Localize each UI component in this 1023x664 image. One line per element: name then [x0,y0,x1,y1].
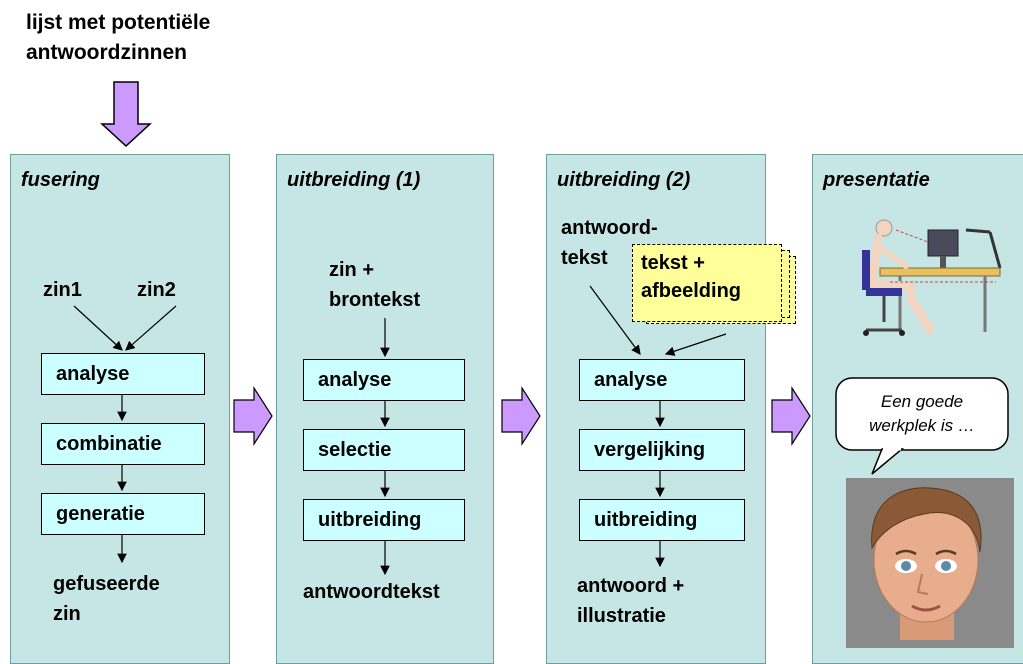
step-vergelijking: vergelijking [579,429,745,471]
panel-title: uitbreiding (1) [287,169,421,191]
step-analyse: analyse [41,353,205,395]
diagram-connectors [100,81,152,148]
step-combinatie: combinatie [41,423,205,465]
speech-bubble [835,377,1009,475]
panel-uitbreiding-1: uitbreiding (1) zin + brontekst analyse … [276,154,494,664]
panel-fusering: fusering zin1 zin2 analyse combinatie ge… [10,154,230,664]
panel-title: uitbreiding (2) [557,169,691,191]
output-antwoord-illustratie: antwoord + illustratie [577,575,685,627]
step-uitbreiding: uitbreiding [579,499,745,541]
note-tekst-afbeelding: tekst + afbeelding [632,244,782,322]
output-antwoordtekst: antwoordtekst [303,581,440,603]
flow-arrows [73,285,811,576]
panel-uitbreiding-2: uitbreiding (2) antwoord- tekst analyse … [546,154,766,664]
speech-bubble-text: Een goede werkplek is … [869,392,975,435]
step-selectie: selectie [303,429,465,471]
avatar-head-illustration [846,478,1014,648]
input-zin2: zin2 [137,279,176,301]
step-analyse: analyse [303,359,465,401]
input-list-label: lijst met potentiële antwoordzinnen [26,11,211,64]
step-uitbreiding: uitbreiding [303,499,465,541]
input-zin-brontekst: zin + brontekst [329,259,421,311]
step-generatie: generatie [41,493,205,535]
input-down-arrow [100,81,152,148]
input-zin1: zin1 [43,279,82,301]
block-arrow-1 [233,385,273,447]
panel-title: fusering [21,169,100,191]
presentation-illustrations [835,219,1014,648]
note-text: tekst + afbeelding [641,252,742,302]
output-gefuseerde-zin: gefuseerde zin [53,573,160,625]
input-antwoordtekst: antwoord- tekst [561,217,658,269]
ergonomic-workstation-illustration [862,219,1002,336]
step-analyse: analyse [579,359,745,401]
panel-title: presentatie [823,169,930,191]
block-arrow-2 [501,385,541,447]
block-arrow-3 [771,385,811,447]
